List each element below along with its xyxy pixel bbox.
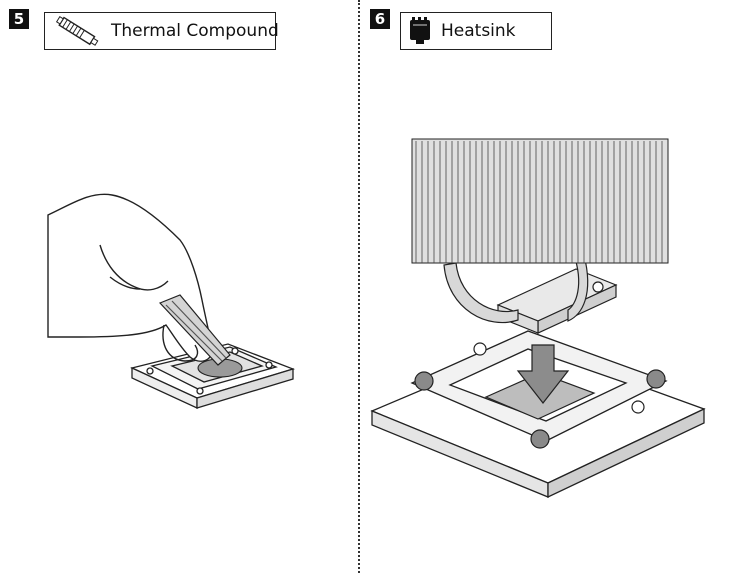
heatsink-installation-illustration [370, 138, 706, 499]
step-title: Heatsink [441, 21, 516, 41]
thermal-paste-syringe-icon [53, 16, 103, 46]
spatula [158, 294, 231, 366]
step-title-box: Thermal Compound [44, 12, 279, 50]
fin-lines [415, 141, 663, 263]
down-arrow-icon [516, 344, 570, 404]
panel-divider [358, 0, 360, 573]
heatsink-fins [411, 138, 669, 264]
step-title: Thermal Compound [111, 21, 279, 41]
hand [47, 193, 213, 362]
standoff-screws [414, 342, 666, 449]
heatsink-mounting-bar [496, 268, 618, 334]
heatsink-icon [407, 16, 433, 46]
step-number-badge: 6 [370, 9, 390, 29]
step-number-badge: 5 [9, 9, 29, 29]
heatpipes [443, 254, 589, 324]
thermal-compound-illustration [47, 193, 296, 410]
step-title-box: Heatsink [400, 12, 552, 50]
